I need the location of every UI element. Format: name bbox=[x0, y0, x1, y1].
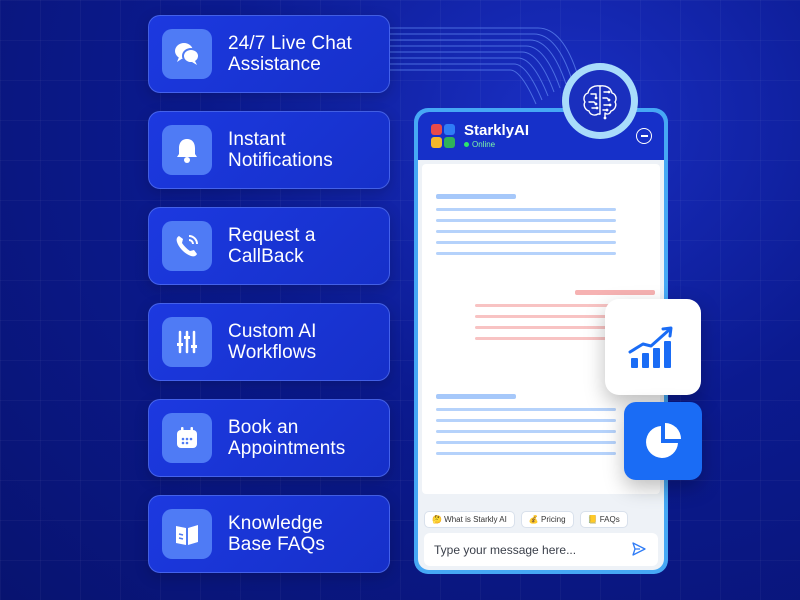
chip-faqs[interactable]: 📒 FAQs bbox=[579, 511, 628, 528]
minimize-button[interactable] bbox=[636, 128, 652, 144]
message-line bbox=[436, 394, 516, 399]
message-line bbox=[436, 419, 616, 422]
sliders-icon bbox=[162, 317, 212, 367]
message-line bbox=[475, 315, 655, 318]
feature-label: Instant Notifications bbox=[228, 129, 333, 171]
status-text: Online bbox=[472, 140, 496, 149]
message-line bbox=[436, 252, 616, 255]
quick-replies: 🤔 What is Starkly AI 💰 Pricing 📒 FAQs bbox=[424, 511, 628, 528]
chip-what-is-starkly[interactable]: 🤔 What is Starkly AI bbox=[424, 511, 515, 528]
message-line bbox=[475, 337, 655, 340]
feature-label: Book an Appointments bbox=[228, 417, 346, 459]
feature-card-knowledge-base[interactable]: Knowledge Base FAQs bbox=[148, 495, 390, 573]
brain-circuit-icon bbox=[569, 70, 631, 132]
pie-chart-icon bbox=[646, 423, 681, 458]
chat-widget: StarklyAI Online bbox=[414, 108, 668, 574]
book-icon bbox=[162, 509, 212, 559]
message-line bbox=[436, 230, 616, 233]
brain-badge bbox=[562, 63, 638, 139]
send-icon[interactable] bbox=[632, 542, 646, 561]
feature-label: Request a CallBack bbox=[228, 225, 316, 267]
message-line bbox=[436, 194, 516, 199]
feature-card-ai-workflows[interactable]: Custom AI Workflows bbox=[148, 303, 390, 381]
message-line bbox=[436, 208, 616, 211]
message-line bbox=[475, 304, 655, 307]
growth-chart-icon bbox=[628, 326, 673, 368]
feature-card-callback[interactable]: Request a CallBack bbox=[148, 207, 390, 285]
online-status: Online bbox=[464, 140, 529, 149]
message-line bbox=[436, 430, 616, 433]
feature-card-live-chat[interactable]: 24/7 Live Chat Assistance bbox=[148, 15, 390, 93]
message-line bbox=[475, 326, 655, 329]
message-line bbox=[436, 408, 616, 411]
chat-bubbles-icon bbox=[162, 29, 212, 79]
connector-lines bbox=[388, 27, 579, 105]
pie-chart-card bbox=[624, 402, 702, 480]
message-line bbox=[436, 441, 616, 444]
calendar-icon bbox=[162, 413, 212, 463]
message-input-box bbox=[424, 533, 658, 566]
starkly-logo-icon bbox=[430, 123, 456, 149]
feature-card-appointments[interactable]: Book an Appointments bbox=[148, 399, 390, 477]
phone-callback-icon bbox=[162, 221, 212, 271]
feature-card-notifications[interactable]: Instant Notifications bbox=[148, 111, 390, 189]
message-line bbox=[575, 290, 655, 295]
growth-chart-card bbox=[605, 299, 701, 395]
feature-label: 24/7 Live Chat Assistance bbox=[228, 33, 352, 75]
message-line bbox=[436, 241, 616, 244]
feature-label: Custom AI Workflows bbox=[228, 321, 317, 363]
chip-pricing[interactable]: 💰 Pricing bbox=[520, 511, 574, 528]
brand-name: StarklyAI bbox=[464, 122, 530, 139]
feature-label: Knowledge Base FAQs bbox=[228, 513, 325, 555]
bell-icon bbox=[162, 125, 212, 175]
online-dot bbox=[464, 142, 469, 147]
message-input[interactable] bbox=[434, 542, 624, 557]
message-line bbox=[436, 219, 616, 222]
message-line bbox=[436, 452, 616, 455]
